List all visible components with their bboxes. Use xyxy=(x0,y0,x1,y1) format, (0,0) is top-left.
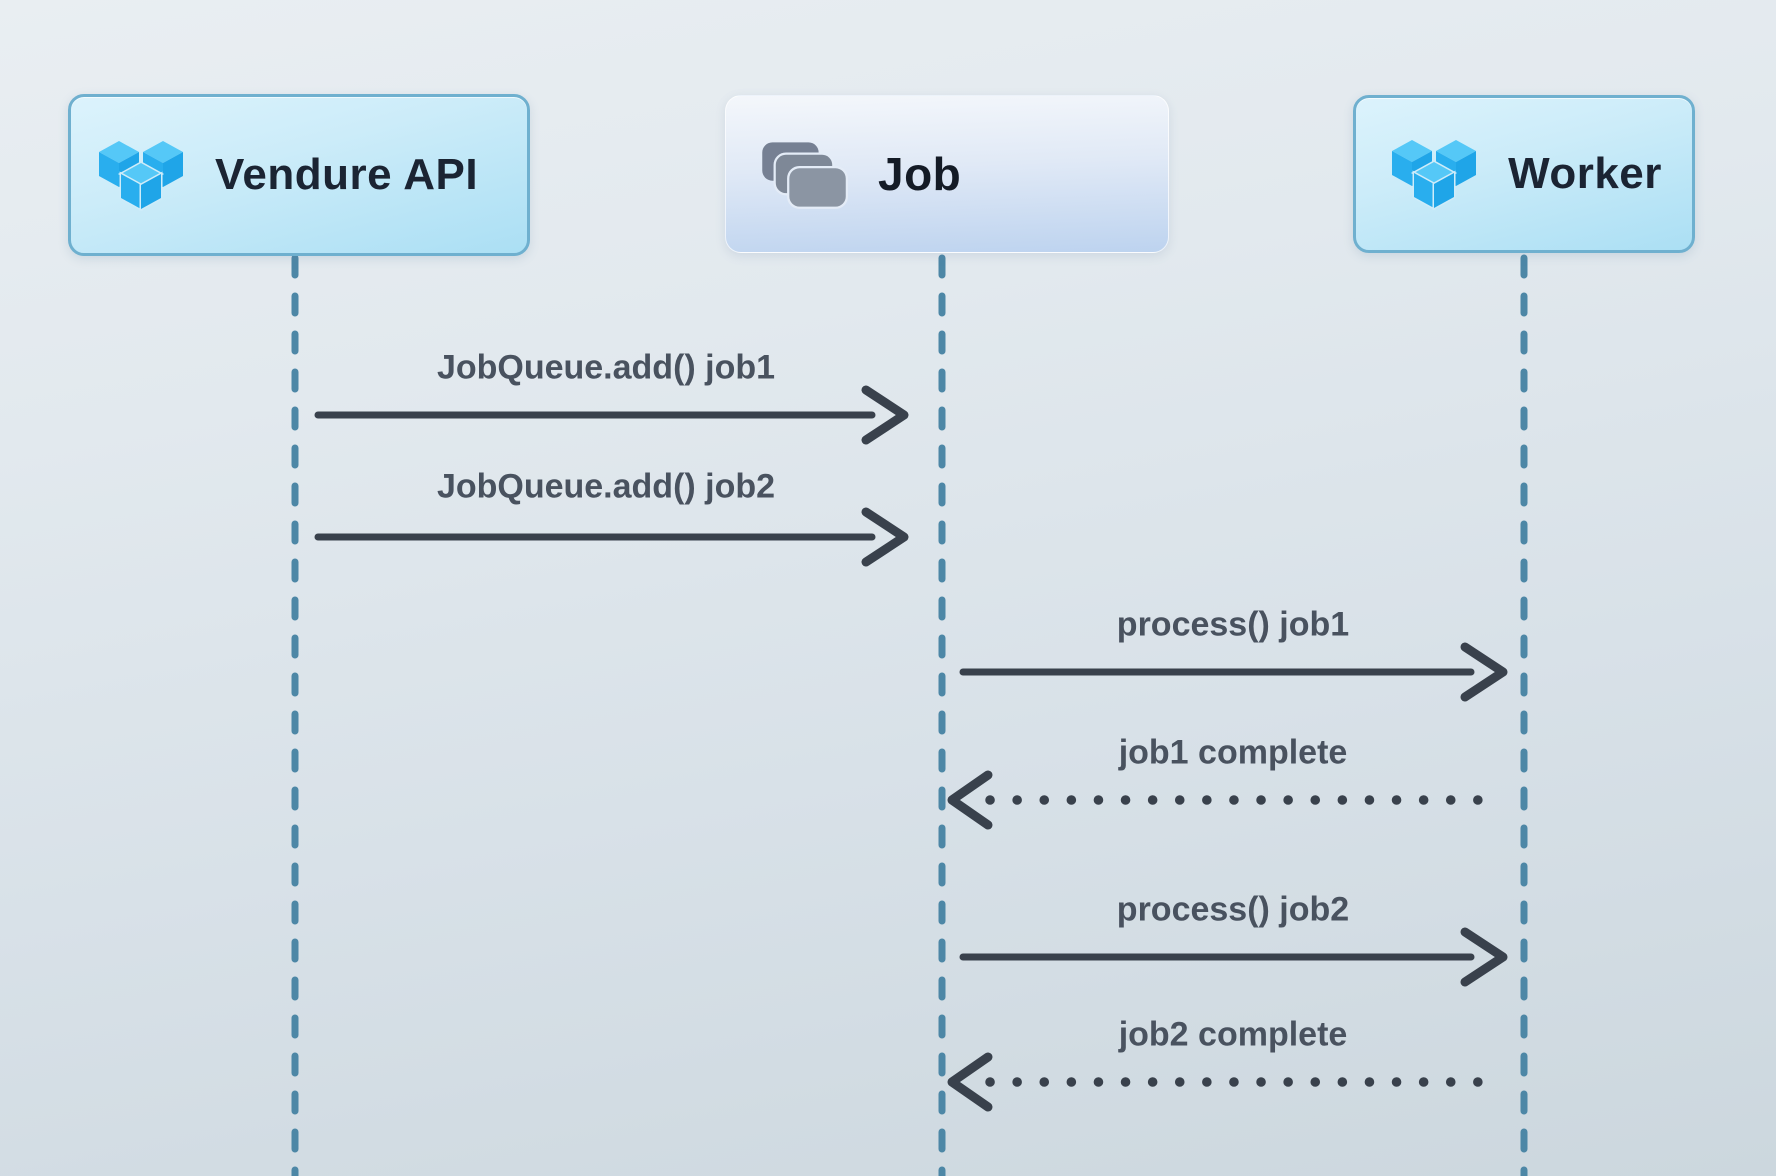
message-label-process-job2: process() job2 xyxy=(1116,890,1350,929)
message-label-job2-complete: job2 complete xyxy=(1118,1015,1348,1054)
participant-vendure-api: Vendure API xyxy=(68,94,530,256)
message-arrow-jobqueue-add-job1 xyxy=(314,385,909,445)
message-arrow-job1-complete xyxy=(947,770,1505,830)
participant-label: Worker xyxy=(1508,149,1662,198)
vendure-cubes-icon xyxy=(1392,140,1477,210)
participant-job: Job xyxy=(725,95,1169,253)
message-arrow-job2-complete xyxy=(947,1052,1505,1112)
participant-worker: Worker xyxy=(1353,95,1695,253)
participant-label: Vendure API xyxy=(215,150,479,199)
message-arrow-process-job1 xyxy=(959,642,1508,702)
job-stack-icon xyxy=(762,141,848,209)
message-arrow-process-job2 xyxy=(959,927,1508,987)
message-label-jobqueue-add-job2: JobQueue.add() job2 xyxy=(436,467,776,506)
participant-label: Job xyxy=(878,148,962,200)
vendure-cubes-icon xyxy=(99,141,183,211)
message-arrow-jobqueue-add-job2 xyxy=(314,507,909,567)
message-label-jobqueue-add-job1: JobQueue.add() job1 xyxy=(436,348,776,387)
message-label-job1-complete: job1 complete xyxy=(1118,733,1348,772)
message-label-process-job1: process() job1 xyxy=(1116,605,1350,644)
